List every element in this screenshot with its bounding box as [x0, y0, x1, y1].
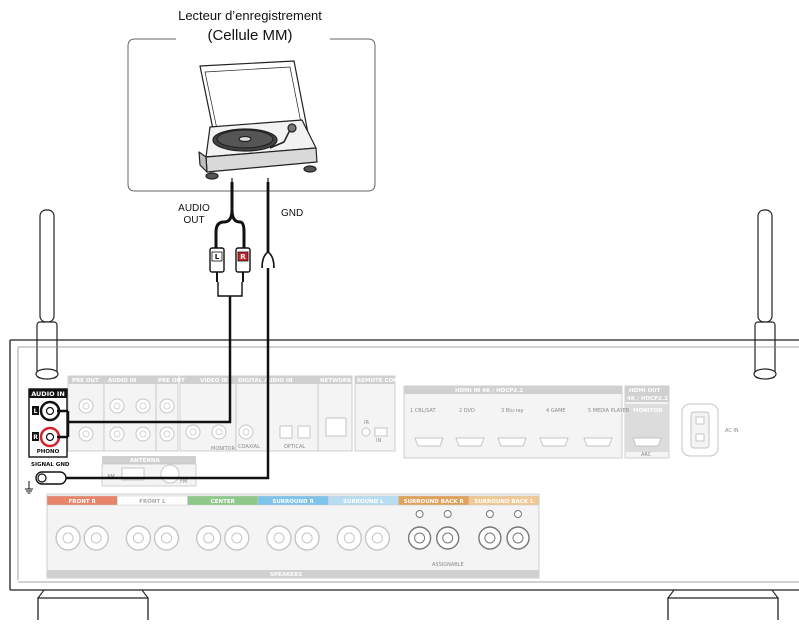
jack-left-label: L [34, 408, 38, 415]
polarity-marker [416, 511, 423, 518]
speaker-terminal [337, 526, 361, 550]
hdmi-in-header: HDMI IN 4K / HDCP2.2 [455, 388, 523, 394]
polarity-marker [444, 511, 451, 518]
rca-plug-left-label: L [215, 253, 220, 261]
audio-out-label: AUDIO OUT [174, 203, 214, 227]
speaker-terminal [409, 527, 431, 549]
signal-gnd-label: SIGNAL GND [31, 462, 70, 468]
speakers-label: SPEAKERS [270, 572, 302, 578]
network-label: NETWORK [320, 378, 352, 384]
coaxial-label: COAXIAL [238, 444, 260, 450]
monitor-label: MONITOR [211, 446, 235, 452]
hdmi-input-2: 2 DVD [459, 408, 475, 414]
speaker-terminal [155, 526, 179, 550]
speaker-terminal [267, 526, 291, 550]
optical-label: OPTICAL [284, 444, 305, 450]
ir-label: IR [364, 420, 369, 426]
hdmi-input-4: 4 GAME [546, 408, 566, 414]
arc-label: ARC [641, 452, 652, 458]
speaker-terminal [437, 527, 459, 549]
speaker-group-label: SURROUND L [343, 499, 384, 505]
audio-in-group-label: AUDIO IN [108, 378, 137, 384]
turntable-icon [199, 61, 317, 179]
speaker-terminal [56, 526, 80, 550]
remote-control-label: REMOTE CONTROL [357, 378, 415, 384]
speaker-terminal [225, 526, 249, 550]
pre-out-label-2: PRE OUT [158, 378, 185, 384]
ac-in-label: AC IN [725, 428, 739, 434]
speaker-group-label: CENTER [211, 499, 236, 505]
speaker-terminal [295, 526, 319, 550]
polarity-marker [486, 511, 493, 518]
speaker-group-headers: FRONT R FRONT L CENTER SURROUND R SURROUND L… [47, 496, 539, 505]
hdmi-input-5: 5 MEDIA PLAYER [588, 408, 630, 414]
in-label: IN [376, 438, 381, 444]
antenna-left [36, 210, 58, 379]
speaker-terminal [84, 526, 108, 550]
hdmi-out-sub: 4K / HDCP2.2 [627, 396, 668, 402]
speaker-group-label: SURROUND BACK R [404, 499, 465, 505]
speaker-terminal [365, 526, 389, 550]
antenna-label: ANTENNA [130, 458, 161, 464]
hdmi-input-1: 1 CBL/SAT [410, 408, 436, 414]
device-title-line1: Lecteur d’enregistrement [145, 8, 355, 23]
hdmi-input-3: 3 Blu-ray [501, 408, 524, 414]
assignable-label: ASSIGNABLE [432, 562, 464, 568]
gnd-label: GND [281, 208, 303, 219]
phono-label: PHONO [37, 449, 60, 455]
speaker-terminal [479, 527, 501, 549]
rca-plug-right-label: R [240, 253, 246, 261]
audio-out-line2: OUT [174, 215, 214, 227]
hdmi-out-header: HDMI OUT [629, 388, 661, 394]
antenna-right [754, 210, 776, 379]
polarity-marker [515, 511, 522, 518]
speaker-group-label: SURROUND BACK L [474, 499, 534, 505]
digital-audio-in-label: DIGITAL AUDIO IN [238, 378, 293, 384]
audio-in-label: AUDIO IN [31, 390, 65, 398]
speaker-group-label: FRONT R [69, 499, 97, 505]
video-in-label: VIDEO IN [200, 378, 228, 384]
fm-label: FM [180, 479, 187, 485]
pre-out-label: PRE OUT [72, 378, 99, 384]
device-title-line2: (Cellule MM) [145, 27, 355, 44]
speaker-terminal [126, 526, 150, 550]
jack-right-label: R [33, 434, 38, 441]
phono-input-block: AUDIO IN L R PHONO SIGNAL GND [25, 389, 70, 493]
speaker-group-label: SURROUND R [272, 499, 314, 505]
audio-out-line1: AUDIO [174, 203, 214, 215]
speaker-terminal [197, 526, 221, 550]
speaker-group-label: FRONT L [139, 499, 166, 505]
speaker-terminal [507, 527, 529, 549]
hdmi-monitor-label: MONITOR [633, 408, 663, 414]
